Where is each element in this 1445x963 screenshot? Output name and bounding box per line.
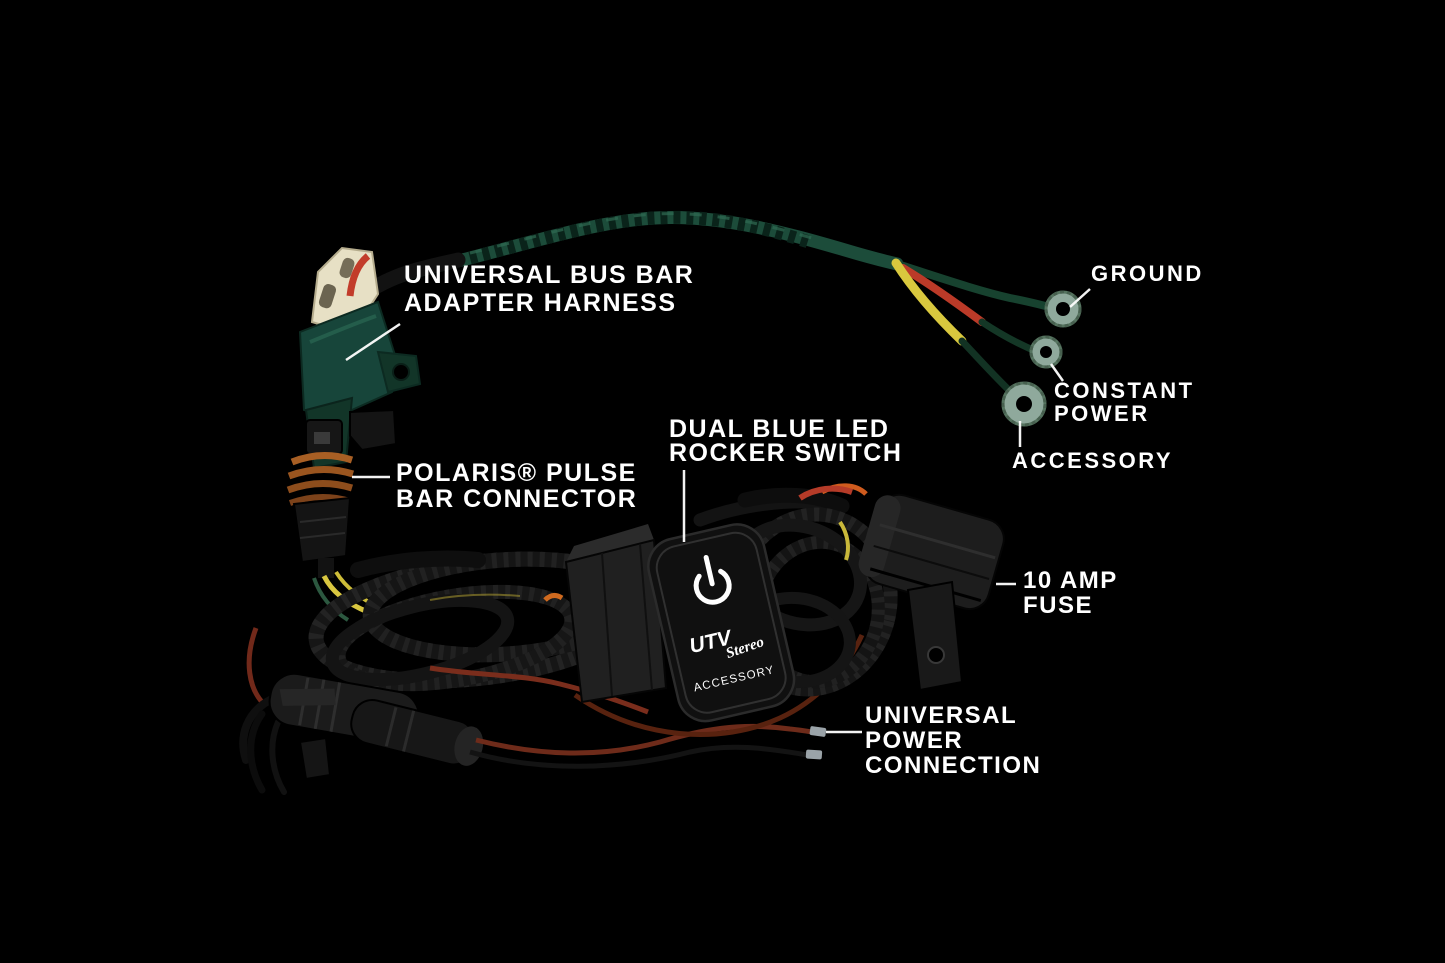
ring-terminal-constant-power — [1029, 335, 1063, 369]
switch-face — [647, 523, 796, 723]
power-icon-stem — [703, 554, 715, 587]
wire-tip-2 — [805, 749, 823, 760]
upper-red-wire — [429, 665, 649, 715]
universal-power-connector — [239, 627, 484, 795]
label-universal-power-line1: UNIVERSAL — [865, 702, 1018, 729]
label-ground-line1: GROUND — [1091, 261, 1204, 286]
label-universal-power-line2: POWER — [865, 727, 964, 754]
connector-slot-2 — [339, 257, 355, 279]
connector-green-highlight — [309, 314, 377, 344]
label-pulse-bar-line2: BAR CONNECTOR — [396, 485, 638, 513]
connector-hanging-tab — [298, 736, 332, 781]
heat-shrink-left — [364, 252, 466, 297]
label-ground: GROUND — [1091, 262, 1204, 285]
label-rocker-switch: DUAL BLUE LED ROCKER SWITCH — [669, 415, 903, 467]
plug-ridges — [384, 707, 416, 752]
black-wire-tail-1 — [239, 696, 274, 764]
red-sleeve-wire-end — [978, 318, 1042, 356]
callout-line-ground — [1069, 288, 1091, 308]
wire-tip-1 — [809, 726, 827, 737]
yellow-sleeve-wire — [891, 258, 967, 346]
coil-wrap-top — [350, 550, 486, 578]
pulse-shell-ridge — [299, 516, 347, 539]
fuse-holder — [858, 493, 1005, 692]
pulse-latch-window — [314, 432, 330, 444]
pulse-latch-right — [349, 408, 398, 452]
label-universal-power-line3: CONNECTION — [865, 752, 1042, 779]
polaris-pulse-connector — [286, 408, 398, 622]
fuse-seam — [869, 567, 982, 603]
rocker-switch: UTV Stereo ACCESSORY — [564, 523, 796, 723]
fuse-cap — [858, 495, 901, 578]
red-sleeve-wire — [899, 264, 986, 326]
label-bus-bar-line1: UNIVERSAL BUS BAR — [404, 261, 695, 289]
ring-terminal-ground — [1044, 290, 1082, 328]
label-bus-bar-adapter: UNIVERSAL BUS BAR ADAPTER HARNESS — [404, 261, 694, 317]
ground-wire — [893, 260, 1060, 313]
fuse-mount-tab — [906, 580, 964, 692]
label-pulse-bar-line1: POLARIS® PULSE — [396, 459, 637, 487]
coil-yellow-glint — [429, 593, 521, 601]
connector-clip — [279, 688, 336, 706]
bracket-orange-wire — [543, 592, 564, 602]
callout-lines — [345, 288, 1091, 734]
label-constant-line1: CONSTANT — [1054, 378, 1195, 403]
copper-band-2 — [287, 465, 355, 480]
switch-bracket — [564, 538, 668, 704]
strand-wrap-dark — [737, 487, 850, 514]
fuse-red-wire — [798, 485, 853, 501]
fuse-ridge-2 — [873, 544, 990, 580]
fuse-ridge-1 — [879, 523, 996, 560]
connector-red-wire — [346, 253, 371, 297]
ring-terminal-accessory — [1001, 381, 1047, 427]
green-cable-braid-texture — [468, 210, 814, 265]
yellow-sleeve-wire-end — [958, 337, 1018, 399]
connector-slot-1 — [318, 284, 337, 309]
black-power-wire — [469, 744, 809, 769]
switch-bracket-top — [566, 524, 654, 562]
pulse-lower-shell — [292, 496, 352, 564]
ring-terminal-wires — [891, 258, 1060, 399]
callout-line-bus-bar — [345, 322, 401, 362]
pulse-bottom-tab — [318, 558, 334, 578]
label-fuse: 10 AMP FUSE — [1023, 568, 1118, 618]
label-universal-power: UNIVERSAL POWER CONNECTION — [865, 703, 1041, 778]
power-icon — [693, 568, 732, 605]
black-wire-tail-2 — [247, 710, 266, 794]
label-rocker-line1: DUAL BLUE LED — [669, 415, 890, 443]
label-bus-bar-line2: ADAPTER HARNESS — [404, 289, 677, 317]
copper-band-3 — [286, 479, 354, 494]
label-pulse-bar-connector: POLARIS® PULSE BAR CONNECTOR — [396, 460, 637, 512]
label-accessory-line1: ACCESSORY — [1012, 448, 1174, 473]
label-constant-power: CONSTANT POWER — [1054, 379, 1195, 425]
coil-yellow-wire — [838, 520, 850, 561]
switch-bevel — [655, 531, 787, 714]
label-fuse-line2: FUSE — [1023, 592, 1094, 619]
fuse-mount-hole — [927, 646, 945, 664]
label-constant-line2: POWER — [1054, 401, 1150, 426]
black-wire-tail-3 — [269, 719, 287, 795]
label-rocker-line2: ROCKER SWITCH — [669, 439, 903, 467]
label-accessory: ACCESSORY — [1012, 449, 1173, 472]
mount-tab-hole — [392, 363, 410, 381]
pulse-green-wire — [312, 577, 350, 622]
left-red-wire — [246, 627, 268, 708]
bracket-edges — [601, 543, 653, 697]
copper-band-1 — [290, 452, 354, 466]
green-cable-sheen — [469, 212, 813, 255]
label-fuse-line1: 10 AMP — [1023, 567, 1118, 594]
callout-line-constant-power — [1049, 363, 1065, 382]
